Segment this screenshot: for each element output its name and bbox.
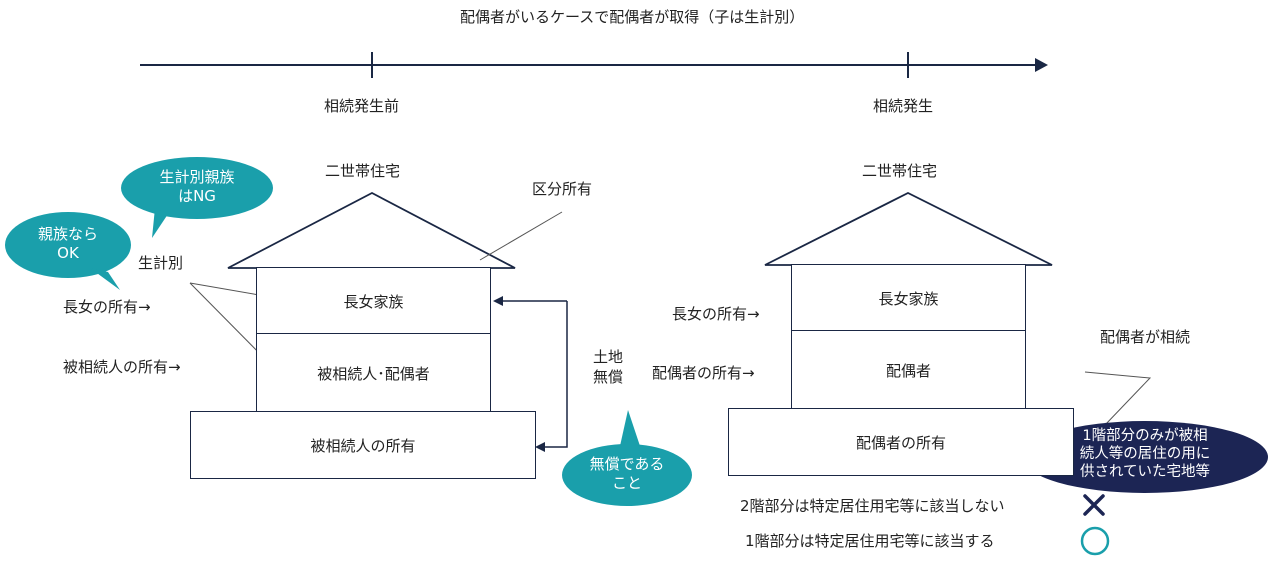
timeline-arrowhead	[1035, 58, 1048, 72]
free-land-label: 土地 無償	[593, 347, 623, 388]
right-floor1-label: 配偶者	[885, 361, 931, 380]
right-roof	[764, 191, 1053, 266]
bubble-ng-text: 生計別親族 はNG	[137, 168, 257, 206]
right-owner-lower: 配偶者の所有→	[652, 364, 755, 382]
bubble-ok-line1: 親族なら	[37, 225, 98, 243]
left-owner-upper: 長女の所有→	[63, 298, 151, 316]
free-land-arrowhead-lower	[535, 442, 545, 452]
right-floor2: 長女家族	[791, 264, 1026, 332]
left-house-label: 二世帯住宅	[325, 162, 401, 180]
spouse-leader	[1084, 371, 1152, 426]
result-floor1: 1階部分は特定居住用宅等に該当する	[745, 532, 995, 550]
timeline-before-label: 相続発生前	[324, 97, 400, 115]
left-floor2: 長女家族	[256, 267, 491, 335]
left-floor1-label: 被相続人･配偶者	[317, 364, 430, 383]
free-land-bracket	[540, 301, 568, 448]
spouse-inherits-label: 配偶者が相続	[1100, 328, 1191, 346]
right-land-label: 配偶者の所有	[855, 433, 946, 452]
bubble-free-line2: こと	[611, 473, 642, 492]
right-owner-upper: 長女の所有→	[672, 305, 760, 323]
result-floor2: 2階部分は特定居住用宅等に該当しない	[740, 497, 1005, 515]
free-land-line1: 土地	[593, 348, 624, 366]
bubble-free-line1: 無償である	[589, 455, 665, 473]
bubble-note-text: 1階部分のみが被相 続人等の居住の用に 供されていた宅地等	[1040, 427, 1250, 481]
circle-icon	[1080, 526, 1110, 556]
left-owner-lower: 被相続人の所有→	[63, 358, 181, 376]
right-floor2-label: 長女家族	[878, 289, 939, 308]
kubun-label: 区分所有	[532, 180, 593, 198]
bubble-note-line2: 続人等の居住の用に	[1079, 446, 1211, 463]
seikei-label: 生計別	[138, 254, 184, 272]
left-roof	[227, 191, 516, 269]
right-land: 配偶者の所有	[728, 408, 1074, 476]
bubble-ok-line2: OK	[57, 243, 79, 262]
free-land-arrowhead-upper	[493, 296, 503, 306]
left-floor2-label: 長女家族	[343, 292, 404, 311]
bubble-ok-text: 親族なら OK	[18, 225, 118, 263]
cross-icon	[1083, 494, 1105, 516]
bubble-ng	[121, 157, 273, 238]
timeline-after-label: 相続発生	[873, 97, 934, 115]
bubble-ng-line1: 生計別親族	[159, 168, 235, 186]
left-land-label: 被相続人の所有	[310, 436, 416, 455]
free-land-line2: 無償	[593, 368, 624, 387]
right-floor1: 配偶者	[791, 330, 1026, 410]
bubble-free	[562, 410, 692, 506]
kubun-leader	[479, 211, 563, 261]
bubble-note-line1: 1階部分のみが被相	[1082, 428, 1208, 444]
left-land: 被相続人の所有	[190, 411, 536, 479]
bubble-free-text: 無償である こと	[577, 455, 677, 493]
bubble-ng-line2: はNG	[178, 186, 216, 205]
left-floor1: 被相続人･配偶者	[256, 333, 491, 413]
bubble-ok	[5, 212, 131, 290]
right-house-label: 二世帯住宅	[862, 162, 938, 180]
bubble-note-line3: 供されていた宅地等	[1079, 464, 1211, 481]
page-title: 配偶者がいるケースで配偶者が取得（子は生計別）	[460, 8, 805, 26]
